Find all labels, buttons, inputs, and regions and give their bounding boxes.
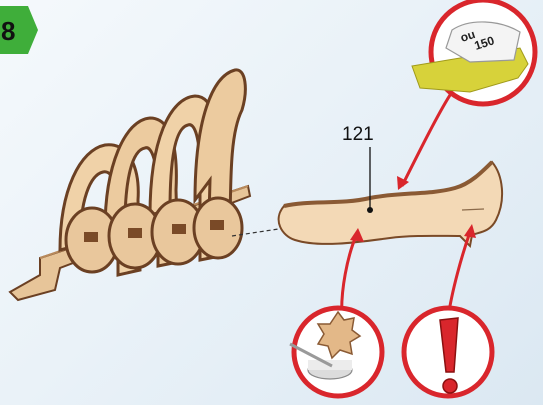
- step-badge: 8: [0, 6, 38, 54]
- assembled-model: [10, 70, 250, 300]
- step-number: 8: [1, 16, 15, 46]
- part-label: 121: [342, 124, 374, 145]
- part-label-group: 121: [342, 124, 374, 208]
- sandpaper-callout: ou 150: [397, 0, 535, 190]
- warning-callout: [404, 224, 492, 396]
- glue-callout: [290, 228, 382, 396]
